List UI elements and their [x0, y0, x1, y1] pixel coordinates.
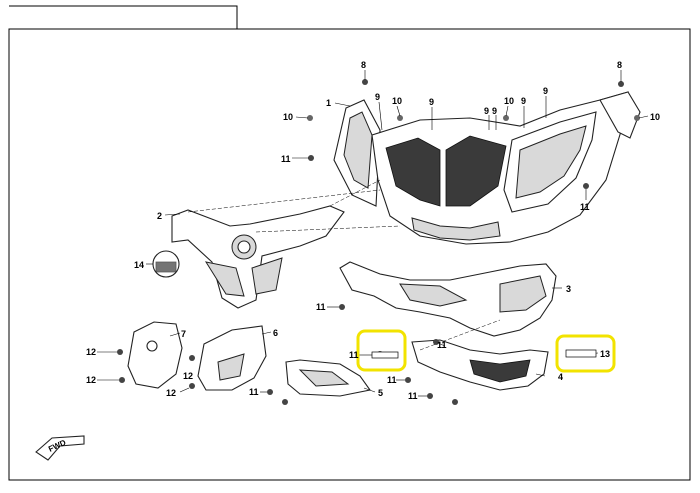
- part-1-left-headlight: [333, 99, 381, 207]
- callout-4: 4: [558, 372, 563, 382]
- part-7-bracket: [127, 321, 183, 389]
- callout-12-a: 12: [86, 347, 96, 357]
- callout-labels: 1 2 3 4 5 6 7 8 8 9 9 9 9 9 9 10 10 10 1…: [86, 60, 660, 401]
- callout-11-a: 11: [281, 154, 291, 164]
- callout-9-c: 9: [484, 106, 489, 116]
- title-block: [9, 5, 238, 29]
- callout-10-a: 10: [283, 112, 293, 122]
- callout-11-h: 11: [249, 387, 259, 397]
- highlighted-fasteners: [371, 349, 597, 359]
- callout-9-d: 9: [492, 106, 497, 116]
- part-4-skid-panel: [411, 339, 549, 391]
- callout-2: 2: [157, 211, 162, 221]
- callout-11-b: 11: [580, 202, 590, 212]
- callout-5: 5: [378, 388, 383, 398]
- front-fascia: [371, 91, 641, 245]
- part-3-upper-cover: [339, 261, 557, 337]
- part-6-bracket: [197, 325, 267, 391]
- callout-3: 3: [566, 284, 571, 294]
- callout-9-e: 9: [521, 96, 526, 106]
- part-2-lower-bumper: [171, 205, 345, 309]
- callout-10-b: 10: [392, 96, 402, 106]
- callout-12-d: 12: [166, 388, 176, 398]
- callout-7: 7: [181, 329, 186, 339]
- callout-11-g: 11: [408, 391, 418, 401]
- callout-8-right: 8: [617, 60, 622, 70]
- callout-11-f: 11: [387, 375, 397, 385]
- callout-11-d: 11: [437, 340, 447, 350]
- callout-9-b: 9: [429, 97, 434, 107]
- callout-9-f: 9: [543, 86, 548, 96]
- assembly-lines: [187, 179, 501, 351]
- callout-6: 6: [273, 328, 278, 338]
- leader-lines: [97, 70, 649, 397]
- callout-9-a: 9: [375, 92, 380, 102]
- callout-1: 1: [326, 98, 331, 108]
- callout-12-c: 12: [183, 371, 193, 381]
- callout-11-e: 11: [349, 350, 359, 360]
- diagram-border: [8, 28, 691, 481]
- callout-8-left: 8: [361, 60, 366, 70]
- fwd-arrow: FWD: [35, 435, 85, 461]
- callout-12-b: 12: [86, 375, 96, 385]
- part-5-side-panel: [285, 359, 371, 397]
- highlight-box-left: [356, 329, 407, 372]
- part-14-round-cap: [152, 250, 180, 278]
- callout-10-c: 10: [504, 96, 514, 106]
- callout-13: 13: [600, 349, 610, 359]
- callout-14: 14: [134, 260, 144, 270]
- highlight-box-right: [555, 334, 616, 373]
- callout-11-c: 11: [316, 302, 326, 312]
- callout-10-d: 10: [650, 112, 660, 122]
